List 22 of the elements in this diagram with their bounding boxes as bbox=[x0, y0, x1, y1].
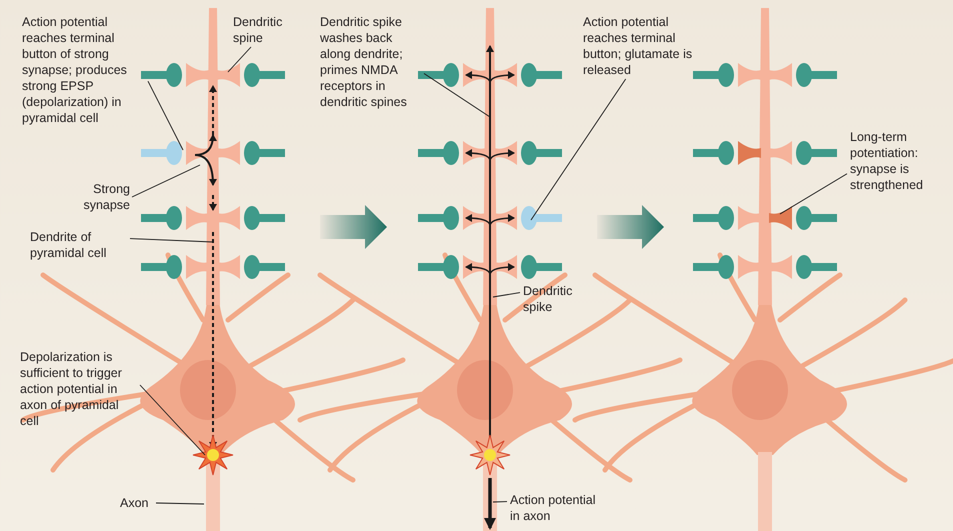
callout-text: Action potential in axon bbox=[510, 492, 606, 524]
callout-text: Action potential reaches terminal button; glutamate is released bbox=[583, 14, 705, 78]
leader-line bbox=[130, 238, 214, 242]
callout-text: Depolarization is sufficient to trigger action potential in axon of pyramidal cell bbox=[20, 349, 138, 429]
callout-text: Action potential reaches terminal button of strong synapse; produces strong EPSP (depolarization) in pyramidal cell bbox=[22, 14, 146, 126]
leader-line bbox=[492, 501, 508, 502]
callout-text: Dendritic spine bbox=[233, 14, 293, 46]
callout-text: Long-term potentiation: synapse is strengthened bbox=[850, 129, 950, 193]
leader-line bbox=[424, 73, 490, 118]
leader-line bbox=[780, 173, 848, 214]
leader-line bbox=[132, 164, 200, 198]
leader-line bbox=[530, 78, 626, 220]
callout-text: Dendritic spike bbox=[523, 283, 585, 315]
callout-text: Axon bbox=[120, 495, 154, 511]
leader-line bbox=[156, 502, 204, 504]
leader-line bbox=[228, 46, 252, 72]
callout-text: Strong synapse bbox=[60, 181, 130, 213]
leader-line bbox=[140, 384, 206, 456]
leader-line bbox=[148, 80, 184, 150]
leader-line bbox=[492, 292, 520, 298]
callout-text: Dendritic spike washes back along dendrite; primes NMDA receptors in dendritic spines bbox=[320, 14, 422, 110]
callout-text: Dendrite of pyramidal cell bbox=[30, 229, 128, 261]
